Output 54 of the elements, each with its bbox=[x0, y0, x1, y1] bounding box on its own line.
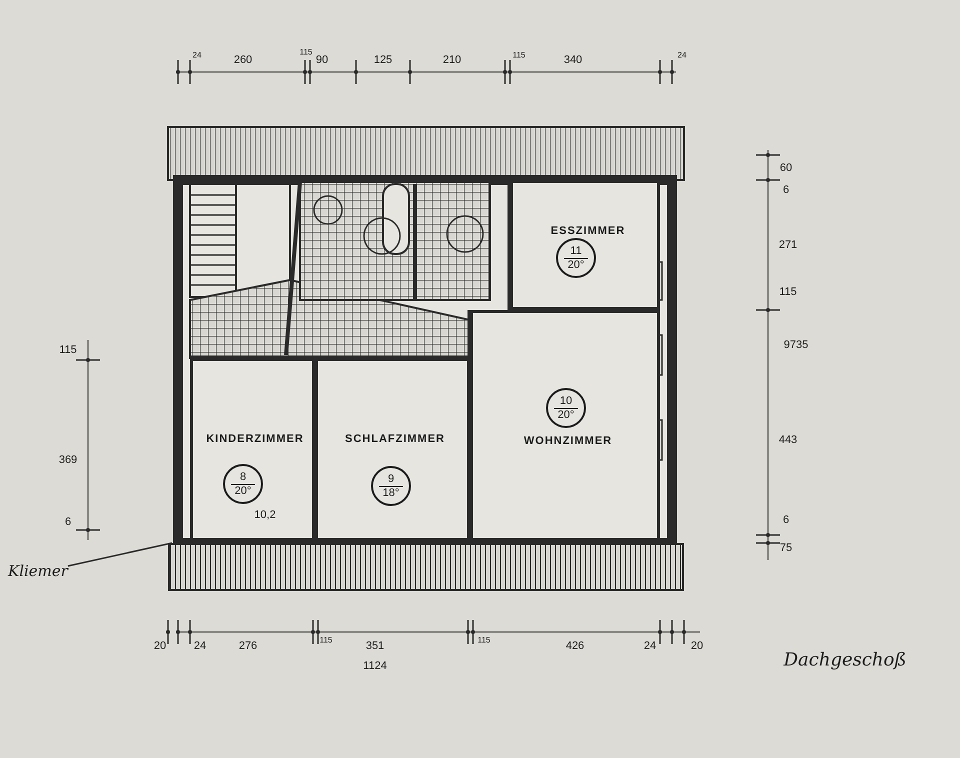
room-temperature: 20° bbox=[230, 484, 256, 498]
room-number: 8 bbox=[240, 470, 246, 484]
dimension-label: 60 bbox=[780, 162, 792, 174]
dimension-label: 6 bbox=[782, 514, 790, 526]
dimension-label: 115 bbox=[512, 50, 526, 60]
room-marker bbox=[371, 466, 411, 506]
room-number: 10 bbox=[560, 394, 572, 408]
dimension-label: 115 bbox=[59, 344, 77, 356]
dimension-label: 20 bbox=[690, 640, 704, 652]
dimension-label: 20 bbox=[154, 640, 166, 652]
dimension-label: 90 bbox=[316, 54, 328, 66]
dimension-label: 426 bbox=[566, 640, 584, 652]
area-note: 10,2 bbox=[254, 509, 276, 521]
dimension-label: 271 bbox=[778, 239, 798, 251]
dimension-label: 1124 bbox=[363, 660, 387, 672]
room bbox=[510, 180, 660, 310]
room-name: WOHNZIMMER bbox=[524, 435, 612, 447]
room bbox=[190, 358, 315, 541]
room-temperature: 20° bbox=[554, 408, 578, 422]
dimension-label: 6 bbox=[64, 516, 72, 528]
room-number: 11 bbox=[570, 244, 582, 258]
dimension-label: 9735 bbox=[784, 339, 808, 351]
dimension-label: 340 bbox=[564, 54, 582, 66]
room-marker bbox=[556, 238, 596, 278]
room-number: 9 bbox=[388, 472, 394, 486]
dimension-label: 351 bbox=[366, 640, 384, 652]
caption: Dachgeschoß bbox=[784, 650, 906, 670]
room bbox=[315, 358, 470, 541]
room-marker bbox=[223, 464, 263, 504]
room-temperature: 20° bbox=[564, 258, 588, 272]
room-temperature: 18° bbox=[378, 486, 404, 500]
dimension-label: 75 bbox=[780, 542, 792, 554]
dimension-label: 210 bbox=[442, 54, 462, 66]
roof-eave-drawing bbox=[168, 543, 684, 591]
dimension-label: 24 bbox=[678, 50, 686, 60]
dimension-label: 115 bbox=[478, 636, 490, 644]
dimension-label: 369 bbox=[58, 454, 78, 466]
dimension-label: 115 bbox=[779, 286, 797, 298]
dimension-label: 260 bbox=[234, 54, 252, 66]
room-name: ESSZIMMER bbox=[550, 225, 626, 237]
dimension-label: 443 bbox=[778, 434, 798, 446]
dimension-label: 24 bbox=[192, 50, 202, 60]
dimension-label: 6 bbox=[782, 184, 790, 196]
dimension-label: 276 bbox=[238, 640, 258, 652]
room bbox=[470, 310, 660, 541]
annotation-text: Kliemer bbox=[8, 562, 68, 580]
dimension-label: 115 bbox=[300, 48, 312, 56]
room-marker bbox=[546, 388, 586, 428]
dimension-label: 24 bbox=[644, 640, 656, 652]
dimension-label: 24 bbox=[194, 640, 206, 652]
room-name: KINDERZIMMER bbox=[206, 433, 304, 445]
dimension-label: 125 bbox=[374, 54, 392, 66]
dimension-label: 115 bbox=[320, 636, 332, 644]
room-name: SCHLAFZIMMER bbox=[345, 433, 445, 445]
